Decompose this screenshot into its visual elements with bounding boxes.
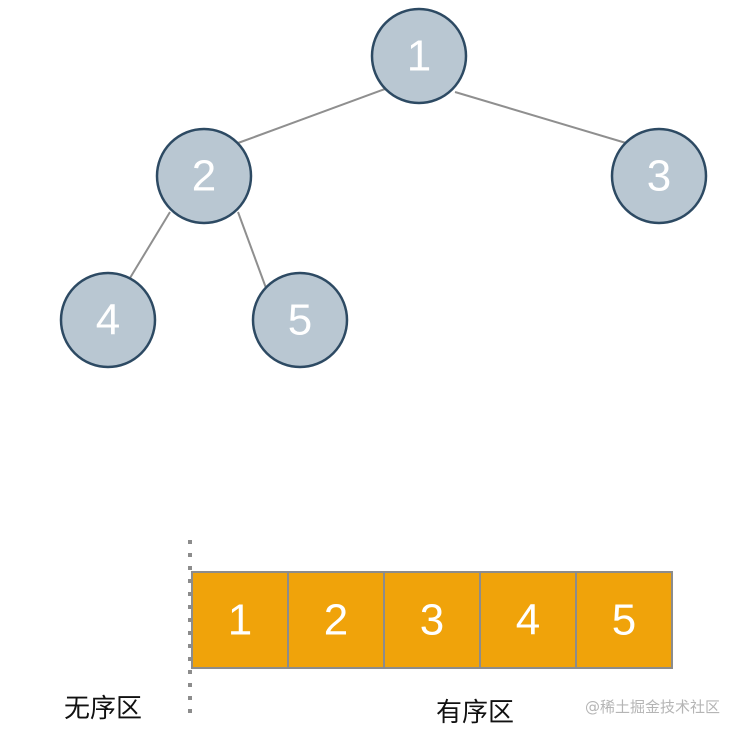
- watermark: @稀土掘金技术社区: [585, 698, 721, 716]
- array-cell-4: 4: [479, 571, 577, 669]
- tree-node-4: 4: [59, 271, 157, 369]
- unordered-region-label: 无序区: [64, 694, 143, 724]
- tree-node-3: 3: [610, 127, 708, 225]
- tree-edge-1-3: [454, 91, 627, 144]
- array-cell-1: 1: [191, 571, 289, 669]
- array-cell-label: 1: [228, 596, 252, 645]
- ordered-region-label: 有序区: [436, 698, 515, 728]
- array-cell-label: 4: [516, 596, 540, 645]
- tree-node-label: 1: [407, 32, 431, 81]
- tree-edge-2-5: [237, 211, 267, 289]
- tree-node-label: 5: [288, 296, 312, 345]
- tree-node-label: 3: [647, 152, 671, 201]
- tree-node-1: 1: [370, 7, 468, 105]
- tree-node-2: 2: [155, 127, 253, 225]
- array-cell-label: 5: [612, 596, 636, 645]
- tree-node-label: 2: [192, 152, 216, 201]
- array-cell-5: 5: [575, 571, 673, 669]
- tree-edge-2-4: [129, 211, 171, 279]
- tree-edge-1-2: [237, 88, 386, 144]
- array-cell-label: 2: [324, 596, 348, 645]
- array-cell-3: 3: [383, 571, 481, 669]
- tree-node-label: 4: [96, 296, 120, 345]
- array-cell-label: 3: [420, 596, 444, 645]
- tree-node-5: 5: [251, 271, 349, 369]
- array-cell-2: 2: [287, 571, 385, 669]
